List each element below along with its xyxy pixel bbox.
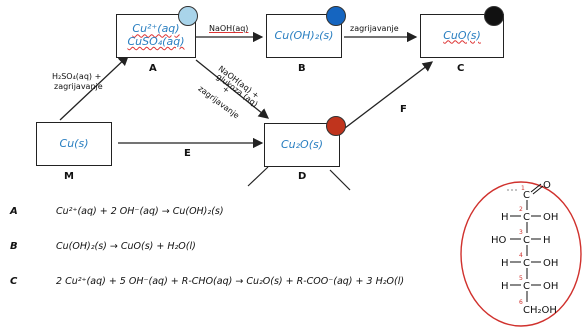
- arrow-m-to-a: [59, 55, 129, 121]
- arrow-b-to-c-label: zagrijavanje: [350, 24, 399, 33]
- glucose-num-4: 4: [519, 252, 523, 259]
- glucose-h-c4: H: [501, 258, 509, 269]
- glucose-num-6: 6: [519, 299, 523, 306]
- glucose-c3: C: [523, 235, 530, 246]
- glucose-num-1: 1: [521, 185, 525, 192]
- node-d-label: D: [298, 171, 307, 182]
- node-b-line1: Cu(OH)₂(s): [274, 28, 334, 42]
- glucose-oh-c5: OH: [543, 281, 558, 292]
- arrow-d-to-c: [344, 61, 434, 129]
- glucose-ring: [460, 181, 582, 327]
- node-m-box: Cu(s): [36, 122, 112, 166]
- node-b-label: B: [298, 63, 306, 74]
- node-c-label: C: [457, 63, 465, 74]
- node-m-line1: Cu(s): [59, 136, 89, 150]
- decor-line-right: [329, 169, 351, 191]
- glucose-oh-c4: OH: [543, 258, 558, 269]
- equation-a-letter: A: [10, 206, 18, 217]
- node-a-color-circle: [178, 6, 198, 26]
- arrow-a-to-d: [195, 59, 270, 119]
- glucose-c1: C: [523, 190, 530, 201]
- glucose-num-3: 3: [519, 229, 523, 236]
- glucose-o1: O: [543, 180, 551, 191]
- glucose-c2: C: [523, 212, 530, 223]
- arrow-m-to-a-label-1: H₂SO₄(aq) +: [52, 72, 102, 81]
- glucose-h-c3: H: [543, 235, 551, 246]
- node-c-color-circle: [484, 6, 504, 26]
- node-a-line2: CuSO₄(aq): [127, 35, 185, 48]
- equation-a: Cu²⁺(aq) + 2 OH⁻(aq) → Cu(OH)₂(s): [56, 206, 224, 217]
- equation-c-letter: C: [10, 276, 18, 287]
- node-b-box: Cu(OH)₂(s): [266, 14, 342, 58]
- equation-b: Cu(OH)₂(s) → CuO(s) + H₂O(l): [56, 241, 196, 252]
- node-d-line1: Cu₂O(s): [280, 137, 324, 151]
- glucose-num-5: 5: [519, 275, 523, 282]
- glucose-oh-c2: OH: [543, 212, 558, 223]
- arrow-m-to-d-label: E: [184, 148, 191, 159]
- glucose-h-c5: H: [501, 281, 509, 292]
- glucose-ch2oh: CH₂OH: [523, 305, 557, 316]
- arrow-a-to-b-label: NaOH(aq): [209, 24, 249, 33]
- node-m-label: M: [64, 171, 74, 182]
- equation-b-letter: B: [10, 241, 18, 252]
- glucose-ho-c3: HO: [491, 235, 507, 246]
- node-a-label: A: [149, 63, 157, 74]
- glucose-structure: C 1 O H C 2 OH HO C 3 H H C: [491, 180, 558, 316]
- glucose-num-2: 2: [519, 206, 523, 213]
- node-a-box: Cu²⁺(aq) CuSO₄(aq): [116, 14, 196, 58]
- node-a-line1: Cu²⁺(aq): [132, 22, 180, 36]
- glucose-h-c2: H: [501, 212, 509, 223]
- glucose-c5: C: [523, 281, 530, 292]
- arrow-d-to-c-label: F: [400, 104, 407, 115]
- glucose-c4: C: [523, 258, 530, 269]
- node-c-line1: CuO(s): [443, 28, 481, 42]
- arrow-m-to-a-label-2: zagrijavanje: [54, 82, 103, 91]
- equation-c: 2 Cu²⁺(aq) + 5 OH⁻(aq) + R-CHO(aq) → Cu₂…: [56, 276, 405, 287]
- node-b-color-circle: [326, 6, 346, 26]
- node-d-color-circle: [326, 116, 346, 136]
- decor-line-left: [247, 166, 269, 187]
